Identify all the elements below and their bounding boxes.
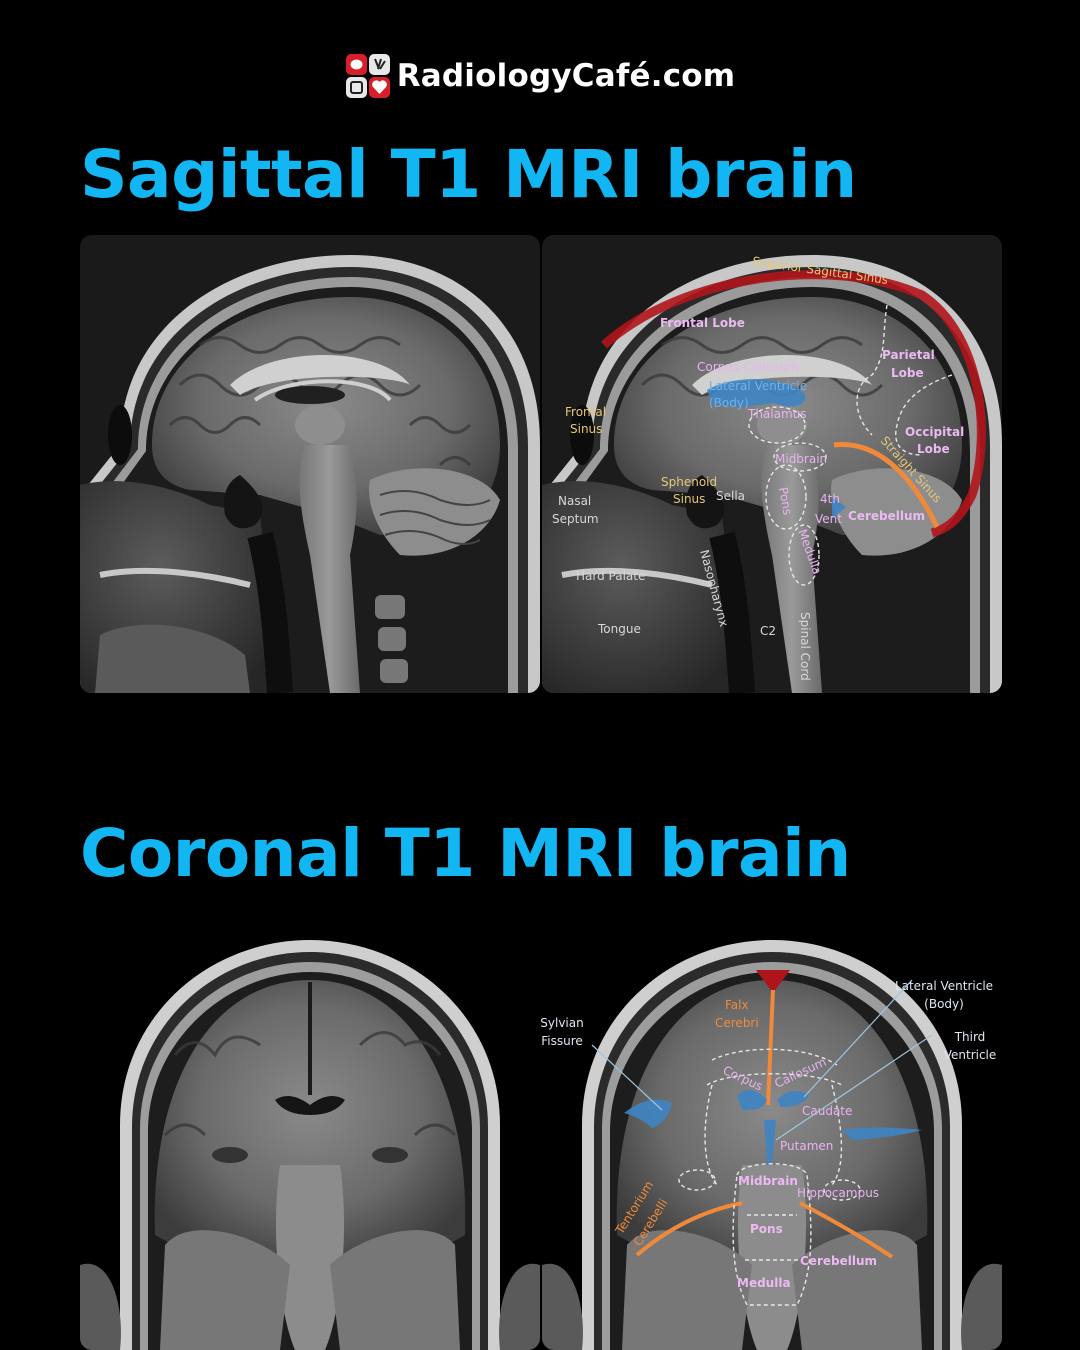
straight-sinus-overlay: [833, 442, 940, 529]
label-lateral-ventricle-body: (Body): [709, 396, 749, 410]
sagittal-mri-image: [80, 235, 540, 693]
label-corpus-callosum: Corpus Callosum: [697, 360, 798, 374]
label-medulla: Medulla: [737, 1276, 791, 1290]
label-occipital-lobe-2: Lobe: [917, 442, 950, 456]
label-parietal-lobe: Parietal: [882, 348, 935, 362]
region-outlines: [748, 304, 953, 586]
tentorium-right-overlay: [799, 1201, 894, 1259]
coronal-mri-labeled-image: Falx Cerebri Corpus Callosum Caudate Put…: [542, 935, 1002, 1350]
label-sphenoid-sinus: Sphenoid: [661, 475, 717, 489]
label-frontal-sinus: Frontal: [565, 405, 606, 419]
label-cerebellum: Cerebellum: [800, 1254, 877, 1268]
label-sella: Sella: [716, 489, 745, 503]
label-falx-cerebri-2: Cerebri: [715, 1016, 759, 1030]
ventricle-overlays: [624, 1090, 922, 1165]
label-thalamus: Thalamus: [747, 407, 807, 421]
brand-header: RadiologyCafé.com: [0, 50, 1080, 102]
label-putamen: Putamen: [780, 1139, 833, 1153]
label-frontal-lobe: Frontal Lobe: [660, 316, 745, 330]
tentorium-left-overlay: [635, 1201, 743, 1257]
label-hippocampus: Hippocampus: [797, 1186, 879, 1200]
sagittal-heading: Sagittal T1 MRI brain: [80, 136, 857, 213]
label-occipital-lobe: Occipital: [905, 425, 964, 439]
label-cerebellum: Cerebellum: [848, 509, 925, 523]
label-pons: Pons: [776, 486, 795, 516]
label-spinal-cord: Spinal Cord: [798, 612, 812, 681]
label-caudate: Caudate: [802, 1104, 852, 1118]
pointer-lines: [591, 979, 933, 1141]
label-lateral-ventricle: Lateral Ventricle: [709, 379, 807, 393]
region-outlines: [678, 1048, 861, 1306]
label-tongue: Tongue: [597, 622, 641, 636]
label-lateral-ventricle: Lateral Ventricle (Body): [894, 979, 994, 1011]
coronal-mri-image: [80, 935, 540, 1350]
label-nasal-septum-2: Septum: [552, 512, 599, 526]
label-falx-cerebri: Falx: [725, 998, 749, 1012]
label-sylvian-fissure: Sylvian Fissure: [540, 1016, 584, 1048]
label-third-ventricle: Third Ventricle: [943, 1030, 997, 1062]
label-sphenoid-sinus-2: Sinus: [673, 492, 705, 506]
falx-cerebri-overlay: [766, 989, 775, 1106]
label-c2: C2: [760, 624, 776, 638]
label-hard-palate: Hard Palate: [576, 569, 645, 583]
label-pons: Pons: [750, 1222, 783, 1236]
coronal-heading: Coronal T1 MRI brain: [80, 815, 851, 892]
superior-sagittal-sinus-overlay: [600, 270, 986, 538]
ventricle-overlays: [707, 379, 846, 519]
sagittal-mri-labeled-image: Superior Sagittal Sinus Frontal Lobe Cor…: [542, 235, 1002, 693]
falx-sinus-overlay: [756, 970, 790, 993]
brand-name: RadiologyCafé.com: [396, 58, 736, 94]
label-nasal-septum: Nasal: [558, 494, 591, 508]
label-fourth-vent: 4th: [820, 492, 840, 506]
label-parietal-lobe-2: Lobe: [891, 366, 924, 380]
radiology-cafe-logo-icon: [345, 54, 390, 98]
label-midbrain: Midbrain: [775, 452, 827, 466]
label-midbrain: Midbrain: [738, 1174, 798, 1188]
label-fourth-vent-2: Vent: [815, 512, 842, 526]
label-frontal-sinus-2: Sinus: [570, 422, 602, 436]
